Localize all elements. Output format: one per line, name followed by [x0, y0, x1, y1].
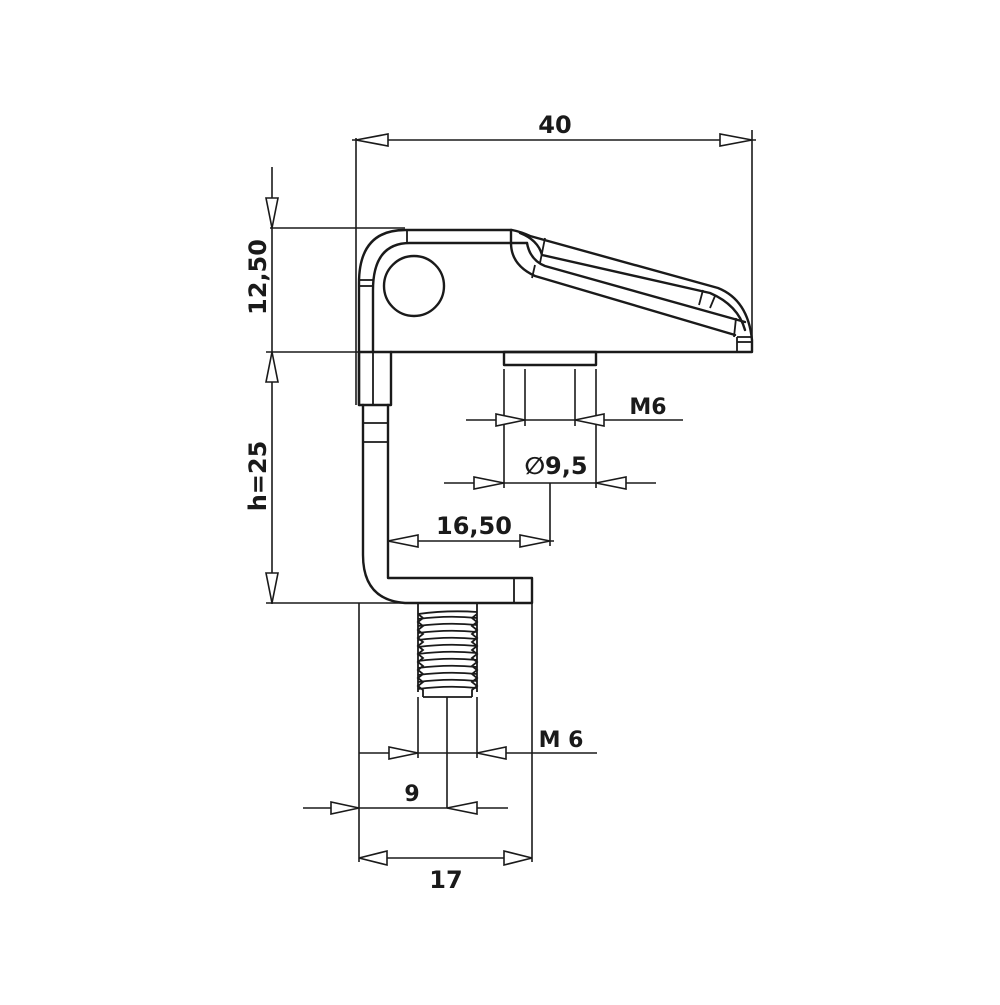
dim-label-9: 9: [404, 782, 419, 807]
dimension-base-width: 17: [358, 849, 533, 894]
dim-label-h25: h=25: [244, 441, 272, 512]
dimension-offset: 16,50: [387, 483, 554, 548]
dim-label-12-50: 12,50: [244, 239, 272, 315]
dimension-stud-position: 9: [303, 697, 508, 815]
dimension-head-height: 12,50: [244, 167, 504, 604]
top-boss: [502, 350, 598, 367]
dimension-height: h=25: [244, 441, 405, 604]
threaded-stud: [416, 603, 479, 698]
dimension-overall-width: 40: [352, 111, 756, 405]
dim-label-diameter-9-5: ∅9,5: [524, 452, 587, 480]
dim-label-m6-top: M6: [629, 395, 666, 420]
dim-label-40: 40: [538, 111, 571, 139]
dim-label-16-50: 16,50: [436, 512, 512, 540]
dimension-top-thread: M6: [466, 369, 683, 488]
dimension-bottom-thread: M 6: [358, 603, 597, 862]
dimension-boss-diameter: ∅9,5: [444, 452, 656, 490]
pivot-hole: [382, 254, 446, 318]
bracket-part: [357, 228, 754, 698]
dim-label-17: 17: [429, 866, 462, 894]
dim-label-m6-bottom: M 6: [539, 728, 584, 753]
